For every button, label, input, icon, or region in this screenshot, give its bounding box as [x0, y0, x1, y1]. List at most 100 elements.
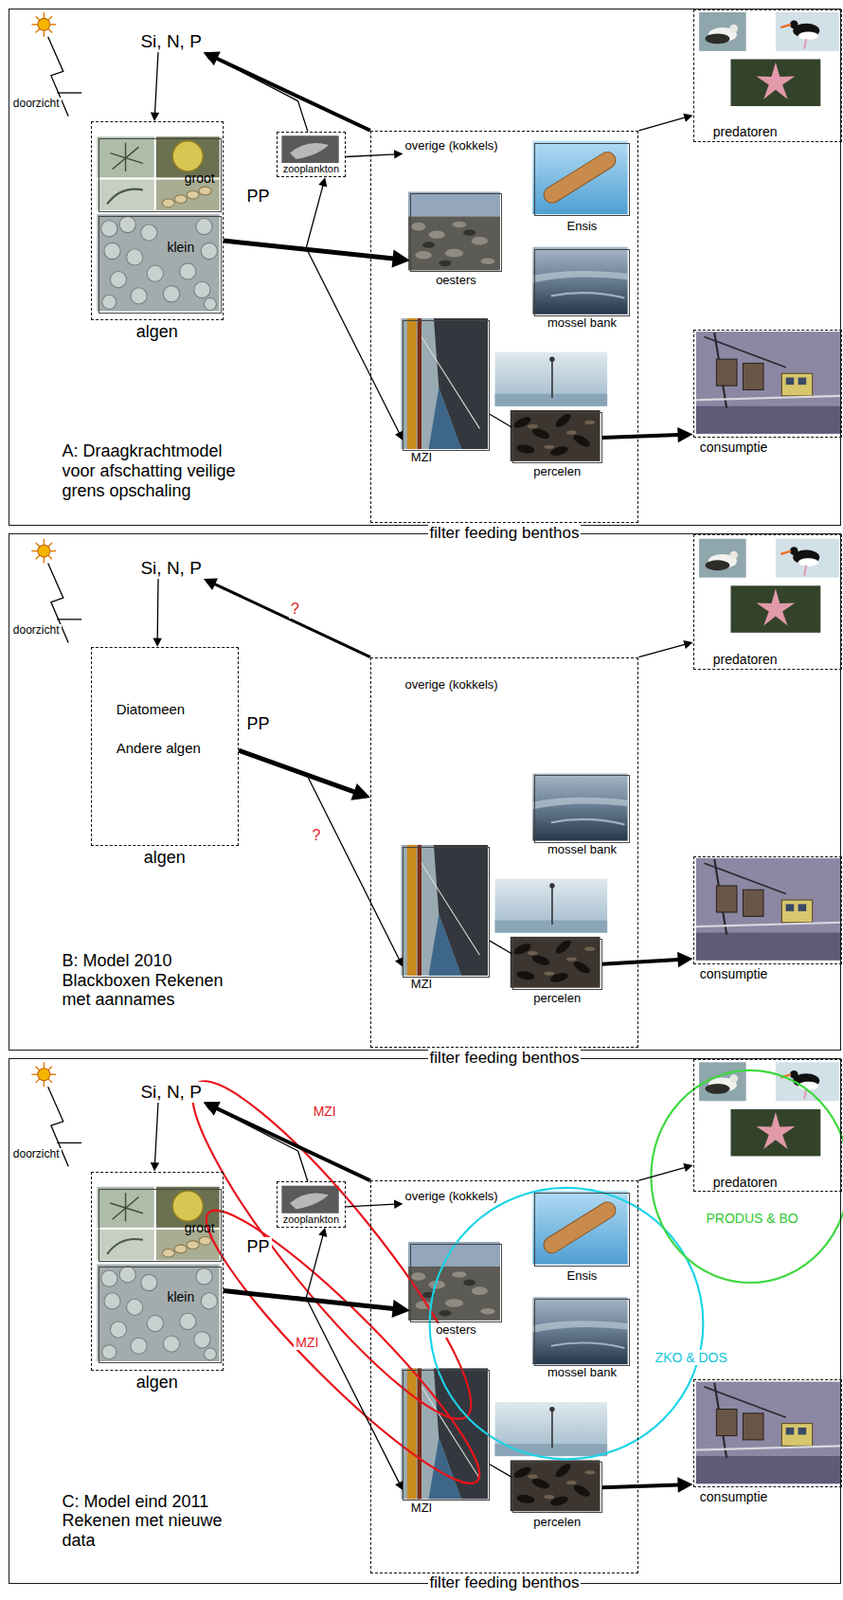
connector — [638, 640, 693, 658]
edge-label: ? — [288, 600, 302, 618]
arrow-head — [682, 1163, 693, 1172]
connector — [150, 52, 160, 122]
connector — [150, 1102, 160, 1172]
connector — [223, 1291, 411, 1318]
connector — [153, 578, 162, 647]
dashed-group-box: predatoren — [693, 534, 843, 669]
connector — [489, 940, 513, 954]
connector-line — [489, 413, 513, 428]
arrow-head — [677, 1476, 693, 1492]
panel-a-details — [96, 135, 628, 311]
arrow-head — [677, 951, 693, 968]
text-node: Si, N, P — [138, 1081, 203, 1103]
text-node: Si, N, P — [138, 31, 203, 53]
node-label: percelen — [531, 465, 583, 480]
connector-line — [638, 117, 685, 131]
connector — [223, 240, 411, 268]
connector — [223, 1227, 327, 1298]
photo-box: groot — [98, 1188, 221, 1263]
connector — [203, 1101, 371, 1181]
node-label: oesters — [433, 1323, 479, 1338]
connector — [223, 177, 327, 248]
node-label: zooplankton — [281, 1213, 341, 1226]
edge-label: PP — [245, 714, 272, 735]
connector — [602, 427, 694, 443]
connector — [203, 52, 308, 132]
edge-label: PP — [245, 1237, 272, 1257]
panel-caption: B: Model 2010 Blackboxen Rekenen met aan… — [59, 950, 253, 1010]
arrow-head — [392, 250, 411, 269]
connector — [238, 750, 403, 968]
arrow-head — [392, 1299, 411, 1318]
highlight-ellipse — [183, 1187, 502, 1506]
node-label: overige (kokkels) — [402, 139, 500, 154]
connector — [345, 1200, 403, 1209]
photo-box: oesters — [410, 193, 503, 272]
node-label: mossel bank — [545, 1365, 619, 1381]
dashed-group-box: filter feeding benthosoverige (kokkels)E… — [370, 130, 639, 524]
connector — [203, 52, 371, 131]
arrow-head — [350, 783, 371, 801]
connector-line — [223, 1291, 400, 1484]
node-label: filter feeding benthos — [428, 523, 582, 543]
arrow-head — [203, 577, 218, 590]
arrow-head — [150, 1162, 160, 1171]
node-label: groot — [184, 1219, 216, 1236]
highlight-ellipse — [650, 1070, 843, 1283]
connector-line — [215, 1108, 371, 1181]
connector — [638, 113, 693, 131]
photo-box: percelen — [512, 938, 603, 990]
arrow-head — [203, 1102, 214, 1111]
arrow-head — [150, 112, 160, 122]
node-label: zooplankton — [281, 162, 341, 176]
arrow-head — [153, 638, 162, 647]
arrow-head — [394, 149, 403, 159]
connector-line — [210, 55, 308, 132]
node-label: algen — [134, 322, 180, 342]
node-label: groot — [184, 170, 216, 186]
arrow-head — [682, 113, 693, 123]
connector — [223, 240, 404, 441]
panel-c-illustration — [31, 1061, 841, 1511]
connector — [203, 577, 371, 657]
node-label: consumptie — [698, 439, 771, 455]
dashed-group-box: algengrootklein — [90, 1171, 224, 1371]
photo-box: klein — [98, 1266, 221, 1364]
connector-line — [223, 1235, 323, 1299]
panel-frame: A: Draagkrachtmodel voor afschatting vei… — [8, 8, 842, 526]
text-node: overige (kokkels) — [402, 1189, 500, 1204]
node-label: filter feeding benthos — [428, 1048, 582, 1068]
dashed-group-box: consumptie — [693, 1379, 843, 1488]
connector — [203, 1102, 308, 1183]
connector-line — [602, 434, 680, 438]
node-label: percelen — [531, 991, 583, 1006]
highlight-ellipse — [161, 1055, 843, 1507]
dashed-group-box: filter feeding benthosoverige (kokkels)m… — [370, 657, 639, 1049]
node-label: Si, N, P — [138, 1081, 203, 1103]
dashed-group-box: zooplankton — [276, 1181, 346, 1227]
text-node: overige (kokkels) — [402, 678, 500, 693]
arrow-head — [203, 1101, 221, 1116]
highlight-ellipse — [430, 1187, 704, 1460]
node-label: filter feeding benthos — [428, 1573, 582, 1593]
arrow-head — [203, 52, 221, 67]
text-node: overige (kokkels) — [402, 139, 500, 154]
connector — [638, 1163, 693, 1181]
dashed-group-box: zooplankton — [276, 131, 346, 178]
connector — [489, 413, 513, 428]
panel-caption: C: Model eind 2011 Rekenen met nieuwe da… — [59, 1491, 253, 1551]
photo-box: mossel bank — [534, 249, 629, 317]
panel-caption: A: Draagkrachtmodel voor afschatting vei… — [59, 441, 253, 501]
panel-frame: C: Model eind 2011 Rekenen met nieuwe da… — [8, 1058, 842, 1584]
panel-c-details — [96, 1185, 628, 1362]
free-label: MZI — [293, 1334, 321, 1350]
connector-line — [155, 1102, 160, 1165]
dashed-group-box: predatoren — [693, 9, 843, 143]
arrow-head — [394, 956, 403, 967]
dashed-group-box: predatoren — [693, 1058, 843, 1192]
photo-box: MZI — [402, 846, 490, 978]
free-label: doorzicht — [11, 1147, 62, 1162]
connector-line — [638, 1166, 685, 1181]
node-label: MZI — [409, 977, 434, 992]
